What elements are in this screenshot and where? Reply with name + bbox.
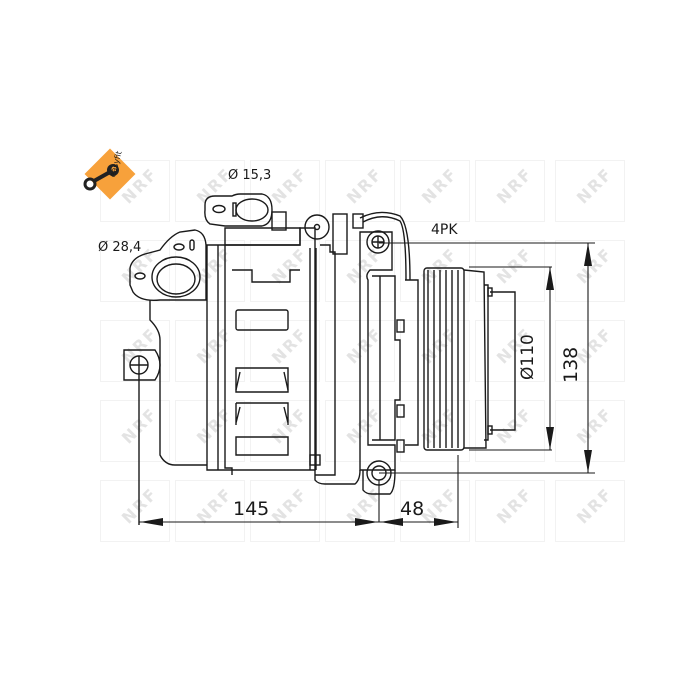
wrench-icon [83,164,119,191]
watermark-tile: NRF [475,480,545,542]
watermark-tile: NRF [250,240,320,302]
watermark-tile: NRF [100,480,170,542]
dimension-overall-height: 138 [560,346,582,383]
watermark-tile: NRF [100,240,170,302]
watermark-tile: NRF [555,320,625,382]
watermark-tile: NRF [555,240,625,302]
watermark-tile: NRF [400,400,470,462]
watermark-tile: NRF [100,400,170,462]
dimension-lines [139,242,595,528]
watermark-tile: NRF [325,160,395,222]
watermark-tile: NRF [100,320,170,382]
dimension-body-length: 145 [233,498,270,520]
watermark-tile: NRF [175,320,245,382]
dimension-discharge-port: Ø 15,3 [228,168,272,183]
mounting-ear-left [123,349,161,525]
dimension-pulley-diameter: Ø110 [518,334,538,380]
dimension-pulley-offset: 48 [400,498,425,520]
dimension-arrows [140,243,592,526]
suction-port [129,229,207,302]
compressor-body [149,227,361,485]
watermark-tile: NRF [175,400,245,462]
watermark-tile: NRF [325,480,395,542]
dimension-suction-port: Ø 28,4 [98,240,142,255]
watermark-tile: NRF [475,400,545,462]
watermark-tile: NRF [250,160,320,222]
watermark-tile: NRF [175,480,245,542]
watermark-tile: NRF [175,240,245,302]
watermark-tile: NRF [475,160,545,222]
watermark-tile: NRF [400,160,470,222]
watermark-tile: NRF [100,160,170,222]
watermark-tile: NRF [175,160,245,222]
front-housing [359,230,419,471]
pulley [423,267,516,451]
watermark-tile: NRF [555,480,625,542]
watermark-tile: NRF [250,320,320,382]
watermark-tile: NRF [400,480,470,542]
watermark-tile: NRF [475,320,545,382]
discharge-port [204,193,287,231]
dimension-belt-profile: 4PK [431,222,458,238]
easyfit-badge: easyfit [82,148,136,202]
watermark-tile: NRF [250,400,320,462]
top-fittings [304,211,411,281]
watermark-tile: NRF [555,160,625,222]
watermark-tile: NRF [250,480,320,542]
